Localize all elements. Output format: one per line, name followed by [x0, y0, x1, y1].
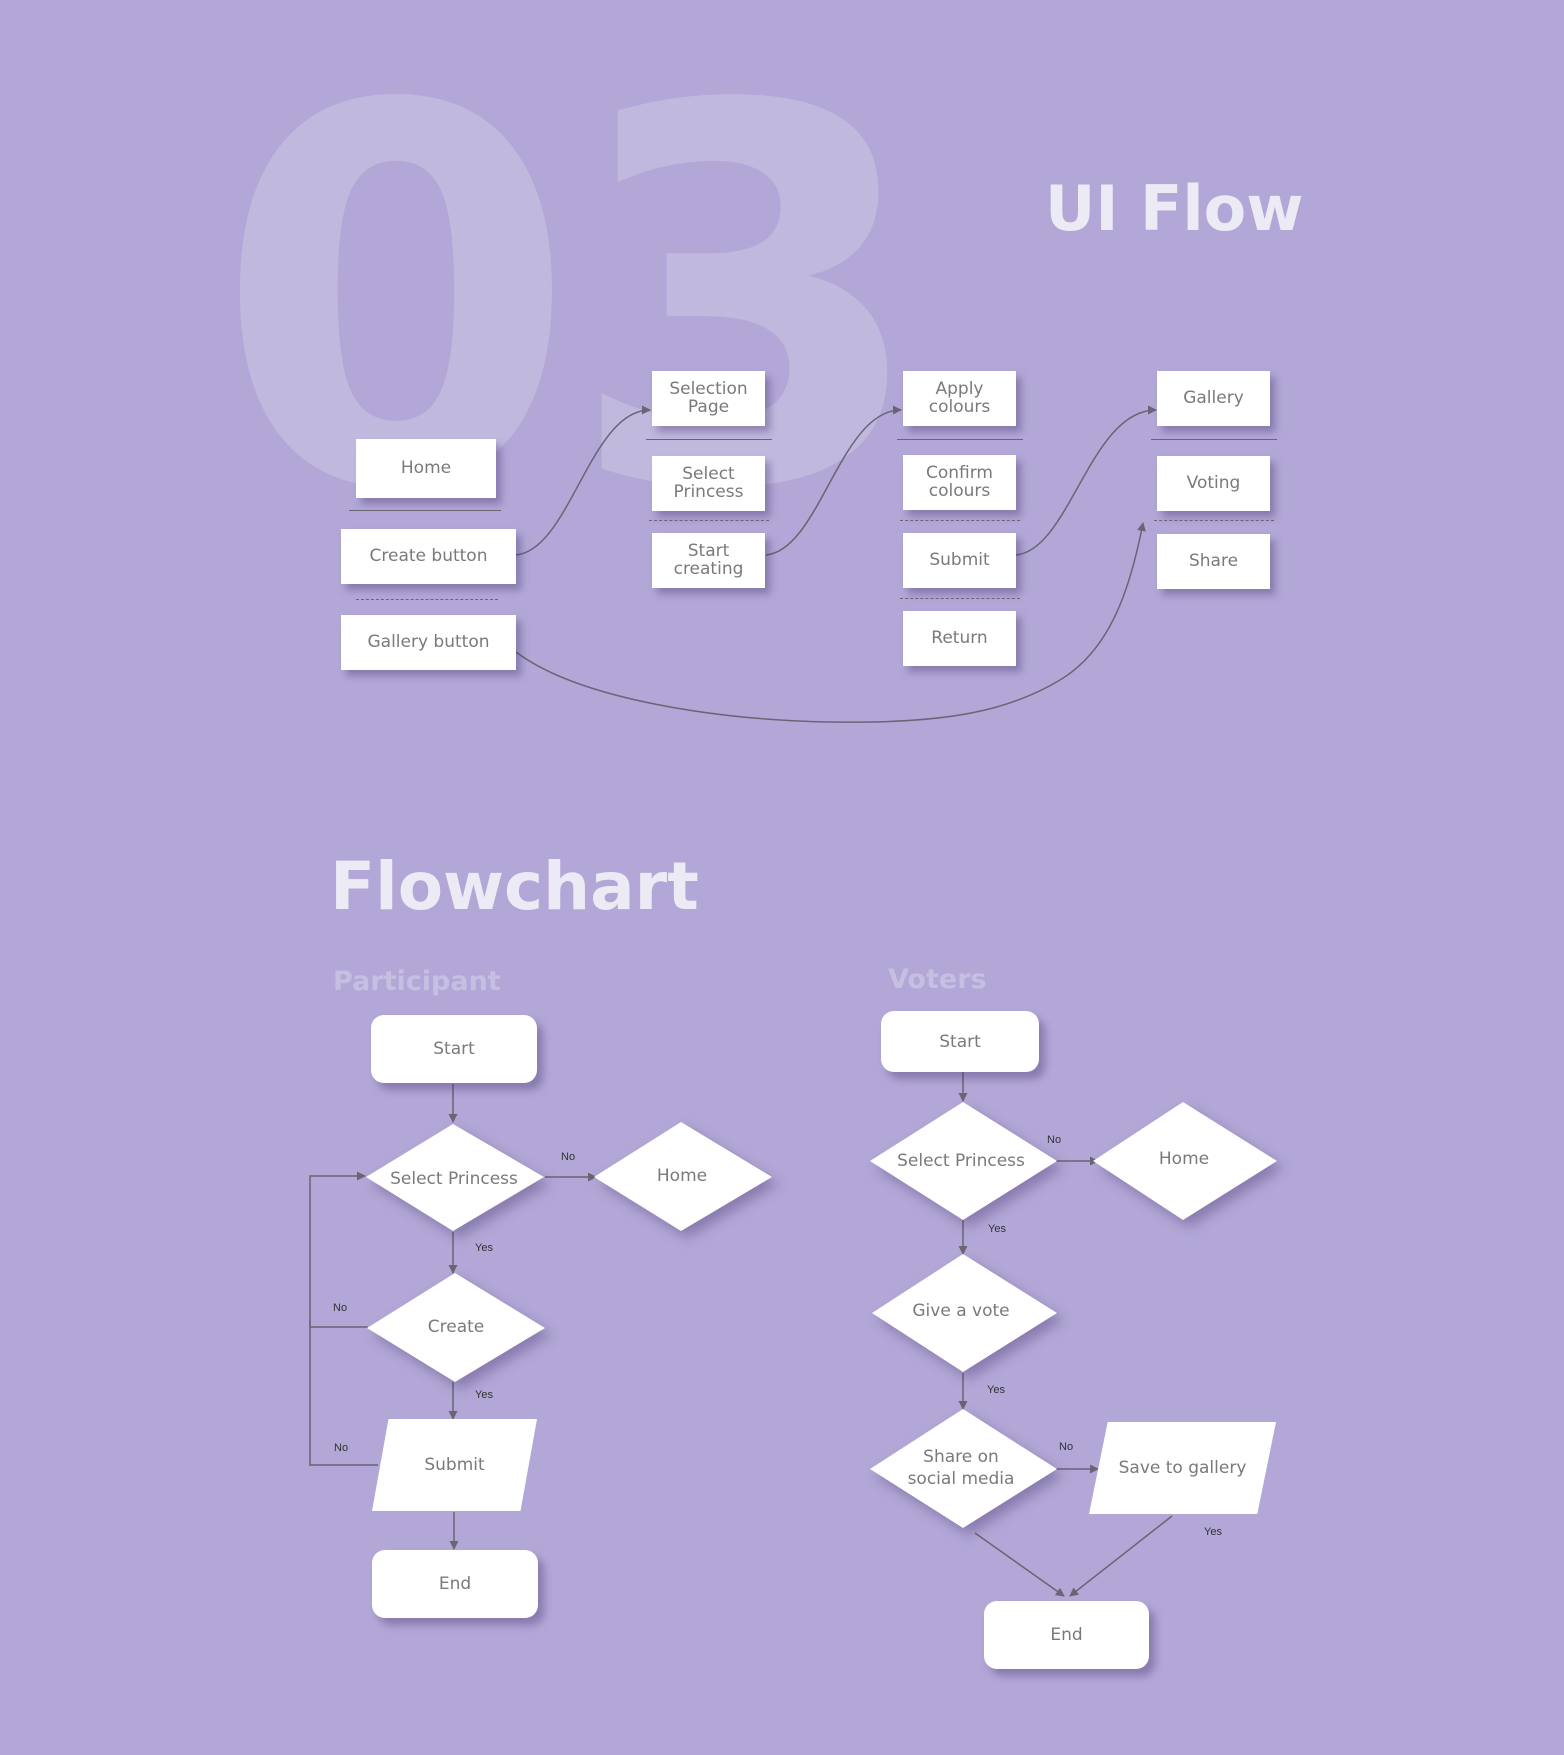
p-yes-submit-label: Yes: [475, 1389, 493, 1401]
v-select-princess-label: Select Princess: [897, 1150, 1025, 1171]
ui-share-box: Share: [1157, 534, 1270, 589]
p-yes-create-label: Yes: [475, 1242, 493, 1254]
divider: [1151, 439, 1277, 440]
p-submit-node: Submit: [372, 1419, 537, 1511]
v-select-princess-diamond: [870, 1102, 1057, 1220]
wire-p-loop-no: [309, 1171, 368, 1328]
ui-gallery-box: Gallery: [1157, 371, 1270, 426]
v-home-diamond: [1093, 1102, 1277, 1220]
p-home-label: Home: [656, 1165, 708, 1186]
v-no-save-label: No: [1059, 1441, 1074, 1453]
v-yes-vote-label: Yes: [988, 1223, 1006, 1235]
p-home-diamond: [594, 1122, 772, 1231]
wire-submit-to-gallery: [1015, 405, 1157, 556]
p-select-princess-label: Select Princess: [390, 1168, 518, 1189]
v-share-social-diamond: [870, 1409, 1057, 1528]
parallelogram-shape: [1089, 1422, 1276, 1514]
p-end-node: End: [372, 1550, 538, 1618]
participant-label: Participant: [333, 966, 501, 997]
ui-start-creating-box: Start creating: [652, 533, 765, 588]
wire-gallery-to-voting: [515, 522, 1146, 723]
p-no-home-label: No: [561, 1151, 576, 1163]
voters-label: Voters: [888, 964, 987, 995]
divider: [900, 520, 1020, 521]
ui-flow-title: UI Flow: [1045, 172, 1304, 245]
wire-start-to-apply: [765, 405, 902, 556]
flowchart-title: Flowchart: [330, 848, 699, 925]
ui-confirm-colours-box: Confirm colours: [903, 455, 1016, 510]
p-no-submit-label: No: [334, 1442, 349, 1454]
section-number-watermark: 03: [215, 0, 929, 603]
p-no-create-label: No: [333, 1302, 348, 1314]
ui-voting-box: Voting: [1157, 456, 1270, 511]
parallelogram-shape: [372, 1419, 537, 1511]
ui-submit-box: Submit: [903, 533, 1016, 588]
p-select-princess-diamond: [366, 1124, 544, 1231]
v-no-home-label: No: [1047, 1134, 1062, 1146]
wire-create-to-selection: [515, 405, 651, 556]
divider: [1154, 520, 1274, 521]
ui-gallery-button-box: Gallery button: [341, 615, 516, 670]
v-end-node: End: [984, 1601, 1149, 1669]
v-save-gallery-node: Save to gallery: [1089, 1422, 1276, 1514]
v-home-label: Home: [1158, 1148, 1210, 1169]
v-yes-share-label: Yes: [987, 1384, 1005, 1396]
v-start-node: Start: [881, 1011, 1039, 1072]
divider: [900, 598, 1020, 599]
v-give-vote-label: Give a vote: [912, 1300, 1010, 1321]
ui-select-princess-box: Select Princess: [652, 456, 765, 511]
v-yes-save-label: Yes: [1204, 1526, 1222, 1538]
wire-v-share-end: [974, 1532, 1065, 1597]
v-share-social-label: Share on social media: [907, 1446, 1015, 1489]
wire-v-save-end: [1069, 1515, 1173, 1597]
p-create-label: Create: [427, 1316, 485, 1337]
p-start-node: Start: [371, 1015, 537, 1083]
p-submit-label: Submit: [424, 1455, 485, 1475]
ui-create-button-box: Create button: [341, 529, 516, 584]
v-give-vote-diamond: [872, 1254, 1057, 1372]
p-create-diamond: [367, 1273, 545, 1382]
divider: [649, 520, 769, 521]
ui-return-box: Return: [903, 611, 1016, 666]
ui-apply-colours-box: Apply colours: [903, 371, 1016, 426]
wire-p-submit-loop: [309, 1320, 378, 1466]
ui-selection-page-box: Selection Page: [652, 371, 765, 426]
divider: [646, 439, 772, 440]
divider: [349, 510, 501, 511]
divider: [897, 439, 1023, 440]
divider: [356, 599, 498, 600]
ui-home-box: Home: [356, 439, 496, 498]
v-save-gallery-label: Save to gallery: [1118, 1458, 1247, 1478]
